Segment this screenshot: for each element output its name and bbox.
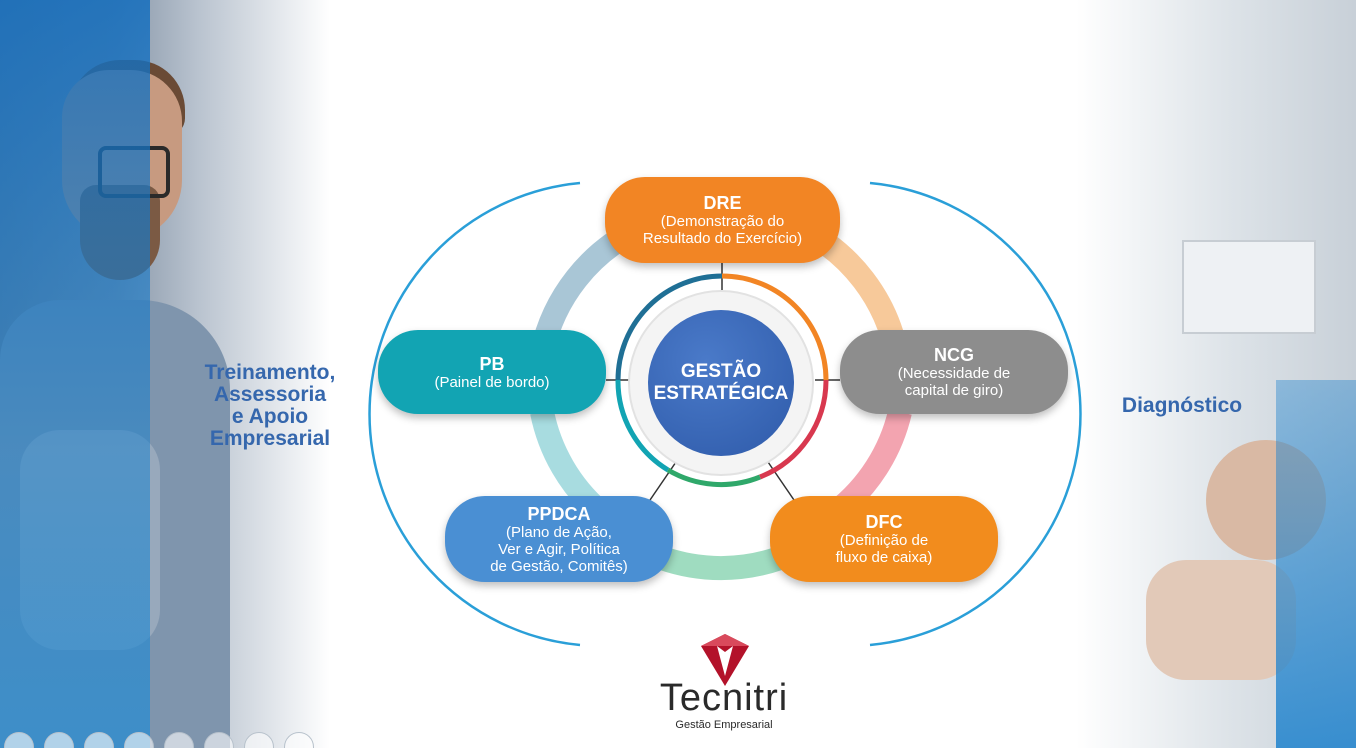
center-node: GESTÃO ESTRATÉGICA <box>648 310 794 456</box>
pen-icon[interactable] <box>84 732 114 748</box>
play-icon[interactable] <box>44 732 74 748</box>
node-dfc: DFC (Definição de fluxo de caixa) <box>770 496 998 582</box>
right-blue-overlay <box>1276 380 1356 748</box>
node-dre: DRE (Demonstração do Resultado do Exercí… <box>605 177 840 263</box>
ring-segment-dfc-ppdca <box>658 546 784 580</box>
presentation-toolbar <box>4 732 314 748</box>
tecnitri-logo-icon <box>701 634 749 686</box>
outer-left-arc <box>368 181 581 647</box>
node-dfc-title: DFC <box>865 512 903 532</box>
logo-tagline: Gestão Empresarial <box>675 719 773 731</box>
back-icon[interactable] <box>4 732 34 748</box>
left-side-label: Treinamento, Assessoria e Apoio Empresar… <box>204 361 336 450</box>
node-ppdca-description: (Plano de Ação, Ver e Agir, Política de … <box>490 523 628 575</box>
inner-ring <box>615 273 829 488</box>
node-dre-title: DRE <box>703 193 742 213</box>
left-blue-overlay <box>0 0 150 748</box>
slides-icon[interactable] <box>124 732 154 748</box>
node-ncg: NCG (Necessidade de capital de giro) <box>840 330 1068 414</box>
node-ppdca-title: PPDCA <box>527 503 591 524</box>
right-side-label: Diagnóstico <box>1121 394 1243 417</box>
video-off-icon[interactable] <box>244 732 274 748</box>
node-dre-description: (Demonstração do Resultado do Exercício) <box>642 213 803 247</box>
zoom-icon[interactable] <box>164 732 194 748</box>
node-dfc-description: (Definição de fluxo de caixa) <box>835 532 933 566</box>
subtitle-icon[interactable] <box>204 732 234 748</box>
outer-right-arc <box>869 181 1082 647</box>
more-icon[interactable] <box>284 732 314 748</box>
node-pb-description: (Painel de bordo) <box>434 373 550 391</box>
node-pb-title: PB <box>479 353 505 374</box>
wall-sketch <box>1182 240 1316 334</box>
node-ncg-title: NCG <box>934 345 974 365</box>
node-pb: PB (Painel de bordo) <box>378 330 606 414</box>
node-ppdca: PPDCA (Plano de Ação, Ver e Agir, Políti… <box>445 496 673 582</box>
logo-name: Tecnitri <box>659 677 789 719</box>
node-ncg-description: (Necessidade de capital de giro) <box>897 365 1011 399</box>
person-arm <box>1146 560 1296 680</box>
